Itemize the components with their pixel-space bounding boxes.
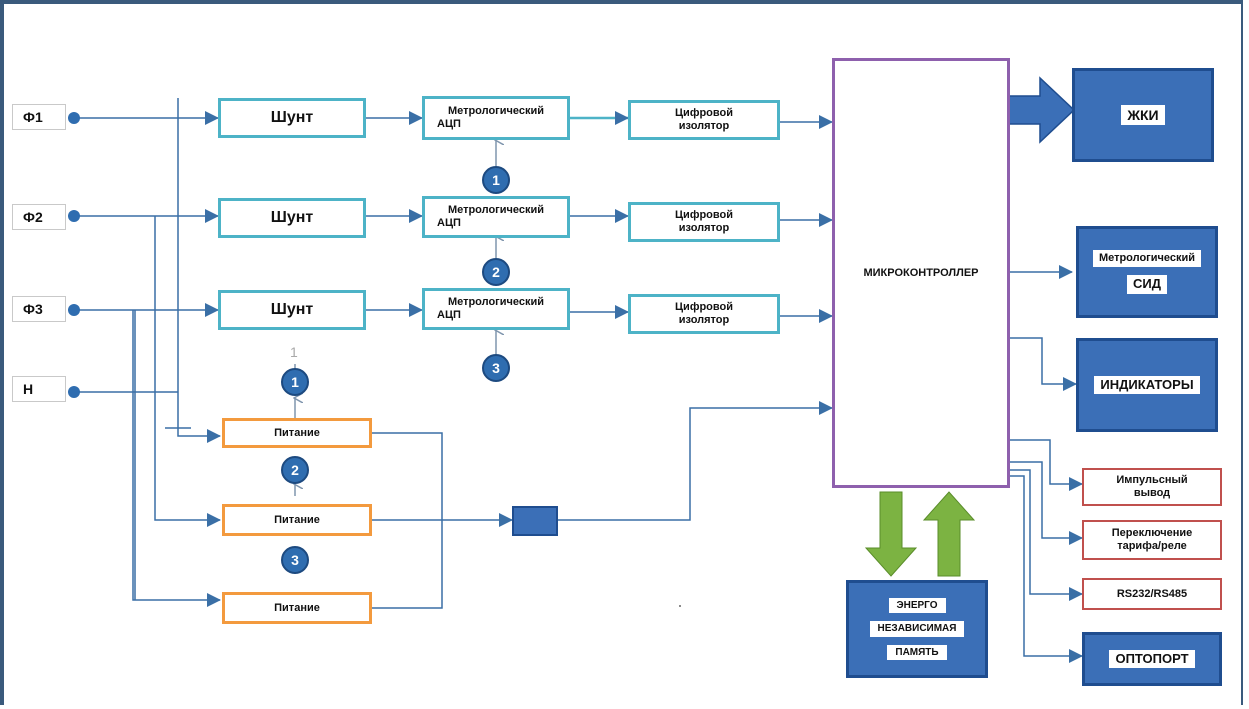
adc-label-line1: Метрологический — [447, 204, 545, 217]
memory-label-line2: НЕЗАВИСИМАЯ — [869, 621, 965, 637]
input-terminal-f3 — [68, 304, 80, 316]
indicators-block: ИНДИКАТОРЫ — [1076, 338, 1218, 432]
input-terminal-n — [68, 386, 80, 398]
input-terminal-f1 — [68, 112, 80, 124]
lcd-data-arrow — [1005, 76, 1076, 144]
isolator-label-line2: изолятор — [678, 120, 730, 132]
shunt-block-3: Шунт — [218, 290, 366, 330]
microcontroller-block: МИКРОКОНТРОЛЛЕР — [832, 58, 1010, 488]
pulse-label-line1: Импульсный — [1116, 474, 1188, 487]
adc-power-badge-1: 1 — [482, 166, 510, 194]
serial-interface-block: RS232/RS485 — [1082, 578, 1222, 610]
tariff-label-line1: Переключение — [1111, 527, 1193, 540]
tariff-relay-block: Переключение тарифа/реле — [1082, 520, 1222, 560]
arrow-from-memory — [922, 491, 976, 577]
adc-label-line2: АЦП — [437, 118, 461, 130]
led-label-line1: Метрологический — [1092, 250, 1202, 267]
optoport-block: ОПТОПОРТ — [1082, 632, 1222, 686]
power-badge-3: 3 — [281, 546, 309, 574]
arrow-to-memory — [864, 491, 918, 577]
isolator-block-2: Цифровой изолятор — [628, 202, 780, 242]
isolator-label-line2: изолятор — [678, 314, 730, 326]
memory-label-line3: ПАМЯТЬ — [887, 644, 947, 661]
stray-digit: 1 — [290, 344, 298, 360]
adc-label-line2: АЦП — [437, 309, 461, 321]
indicators-label: ИНДИКАТОРЫ — [1094, 375, 1200, 395]
power-supply-1: Питание — [222, 418, 372, 448]
pulse-output-block: Импульсный вывод — [1082, 468, 1222, 506]
input-label-n: Н — [12, 376, 66, 402]
lcd-label: ЖКИ — [1121, 104, 1165, 126]
adc-power-badge-3: 3 — [482, 354, 510, 382]
adc-power-badge-2: 2 — [482, 258, 510, 286]
power-combiner-block — [512, 506, 558, 536]
isolator-label-line1: Цифровой — [675, 301, 733, 314]
power-supply-2: Питание — [222, 504, 372, 536]
power-badge-2: 2 — [281, 456, 309, 484]
isolator-label-line1: Цифровой — [675, 209, 733, 222]
adc-block-2: Метрологический АЦП — [422, 196, 570, 238]
isolator-block-3: Цифровой изолятор — [628, 294, 780, 334]
tariff-label-line2: тарифа/реле — [1117, 540, 1187, 552]
led-label-line2: СИД — [1127, 274, 1167, 294]
shunt-block-1: Шунт — [218, 98, 366, 138]
adc-block-1: Метрологический АЦП — [422, 96, 570, 140]
memory-label-line1: ЭНЕРГО — [888, 597, 946, 614]
lcd-block: ЖКИ — [1072, 68, 1214, 162]
nonvolatile-memory-block: ЭНЕРГО НЕЗАВИСИМАЯ ПАМЯТЬ — [846, 580, 988, 678]
metrological-led-block: Метрологический СИД — [1076, 226, 1218, 318]
input-label-f1: Ф1 — [12, 104, 66, 130]
power-badge-1: 1 — [281, 368, 309, 396]
power-supply-3: Питание — [222, 592, 372, 624]
input-label-f3: Ф3 — [12, 296, 66, 322]
isolator-label-line1: Цифровой — [675, 107, 733, 120]
isolator-block-1: Цифровой изолятор — [628, 100, 780, 140]
input-terminal-f2 — [68, 210, 80, 222]
adc-block-3: Метрологический АЦП — [422, 288, 570, 330]
isolator-label-line2: изолятор — [678, 222, 730, 234]
pulse-label-line2: вывод — [1133, 487, 1171, 499]
adc-label-line2: АЦП — [437, 217, 461, 229]
input-label-f2: Ф2 — [12, 204, 66, 230]
adc-label-line1: Метрологический — [447, 296, 545, 309]
adc-label-line1: Метрологический — [447, 105, 545, 118]
shunt-block-2: Шунт — [218, 198, 366, 238]
optoport-label: ОПТОПОРТ — [1109, 649, 1195, 669]
